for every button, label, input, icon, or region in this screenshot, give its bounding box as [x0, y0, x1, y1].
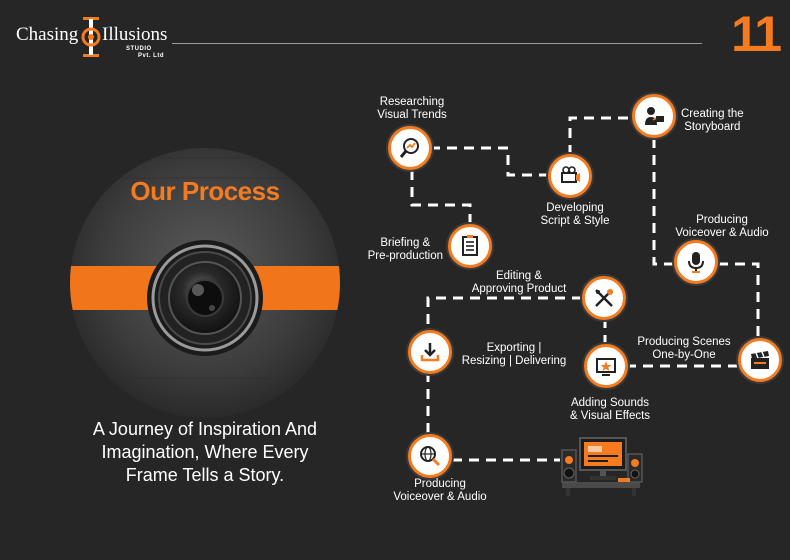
tagline-line-2: Imagination, Where Every [101, 442, 309, 462]
connector-storyboard-voiceover [652, 138, 676, 266]
page-number: 11 [731, 6, 782, 62]
star-screen-icon [596, 358, 616, 376]
step-label-voiceover-top: Producing Voiceover & Audio [675, 214, 769, 239]
step-label-developing: Developing Script & Style [540, 202, 610, 227]
step-node-exporting[interactable] [408, 330, 452, 374]
step-label-effects: Adding Sounds & Visual Effects [569, 397, 651, 422]
download-icon [420, 343, 440, 362]
checklist-icon [462, 235, 478, 256]
step-node-effects[interactable] [584, 344, 628, 388]
connector-editing-exporting [426, 296, 582, 332]
step-node-editing[interactable] [582, 276, 626, 320]
connector-voiceover-scenes [718, 262, 760, 338]
step-label-editing: Editing & Approving Product [471, 270, 567, 295]
projector-icon [561, 166, 580, 183]
tagline: A Journey of Inspiration And Imagination… [40, 418, 370, 487]
brand-logo: Chasing Illusions STUDIO Pvt. Ltd [14, 14, 174, 62]
step-label-exporting: Exporting | Resizing | Delivering [461, 342, 567, 367]
magnifier-chart-icon [399, 138, 419, 158]
studio-setup-illustration [561, 437, 643, 496]
step-label-storyboard: Creating the Storyboard [681, 108, 744, 133]
step-node-voiceover-top[interactable] [674, 240, 718, 284]
step-label-briefing: Briefing & Pre-production [367, 237, 443, 262]
brand-sub-studio: STUDIO [126, 46, 152, 52]
section-title: Our Process [130, 176, 280, 206]
presenter-board-icon [645, 107, 664, 125]
step-node-voiceover-bottom[interactable] [408, 434, 452, 478]
brand-name-part2: Illusions [102, 24, 168, 45]
step-node-storyboard[interactable] [632, 94, 676, 138]
brand-sub-pvt: Pvt. Ltd [138, 53, 164, 59]
connector-research-briefing [410, 170, 472, 225]
clapperboard-icon [751, 351, 769, 369]
search-globe-icon [420, 446, 441, 467]
step-node-researching[interactable] [388, 126, 432, 170]
tagline-line-1: A Journey of Inspiration And [92, 419, 318, 439]
microphone-icon [688, 252, 704, 273]
step-node-developing[interactable] [548, 154, 592, 198]
step-node-scenes[interactable] [738, 338, 782, 382]
camera-lens-illustration [70, 148, 340, 418]
header-divider [172, 43, 702, 44]
step-node-briefing[interactable] [448, 224, 492, 268]
step-label-voiceover-bottom: Producing Voiceover & Audio [393, 478, 487, 503]
step-label-scenes: Producing Scenes One-by-One [637, 336, 731, 361]
step-label-researching: Researching Visual Trends [377, 96, 447, 121]
connector-research-develop [430, 146, 548, 177]
edit-tools-icon [595, 289, 613, 307]
tagline-line-3: Frame Tells a Story. [125, 465, 285, 485]
connector-develop-storyboard [568, 116, 632, 155]
brand-name-part1: Chasing [16, 24, 79, 45]
aperture-i-icon [81, 17, 101, 57]
